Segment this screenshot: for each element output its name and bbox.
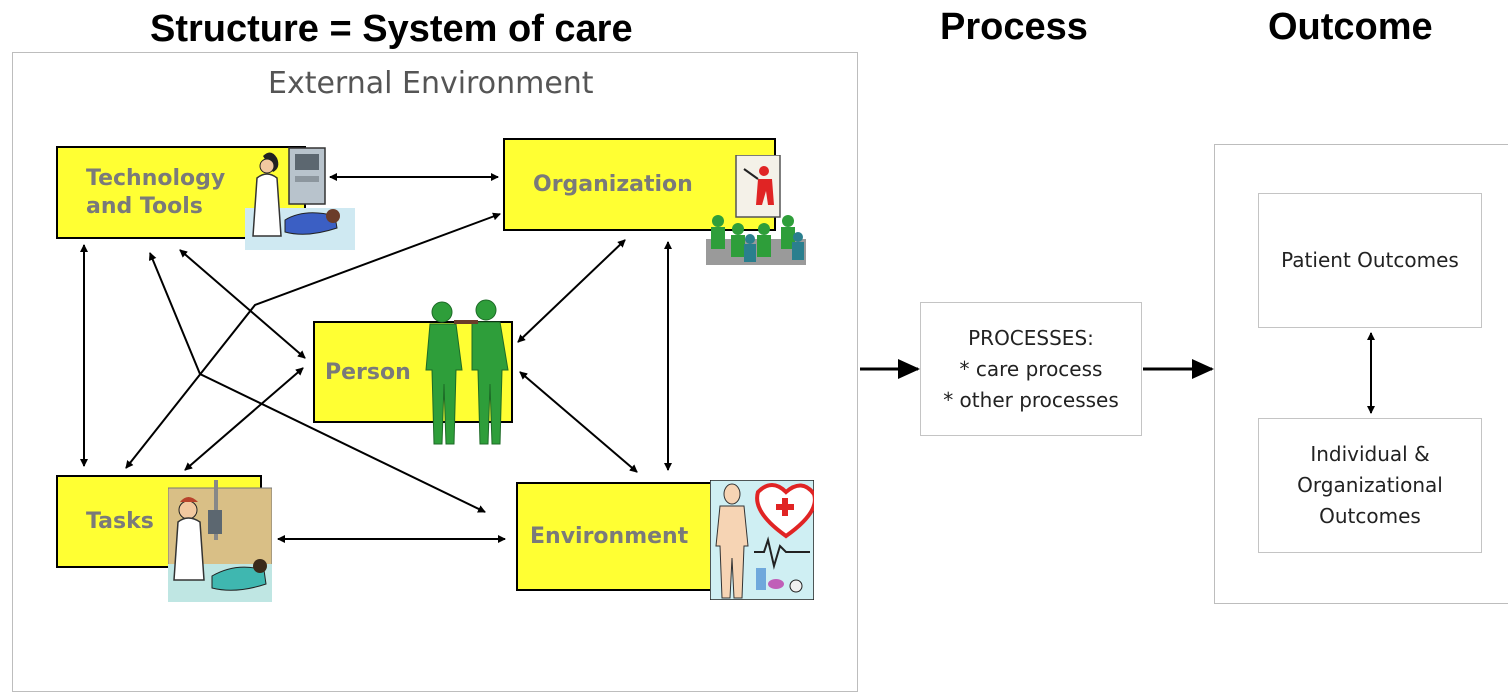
- medical-body-heart-clipart-icon: [710, 480, 814, 600]
- structure-heading: Structure = System of care: [150, 8, 633, 50]
- arrow-tech-env: [148, 252, 486, 513]
- indiv-label-line3: Outcomes: [1319, 504, 1421, 528]
- outcome-heading: Outcome: [1268, 6, 1433, 48]
- organization-meeting-clipart-icon: [706, 155, 806, 265]
- external-environment-label: External Environment: [268, 66, 594, 101]
- environment-label: Environment: [530, 524, 689, 549]
- processes-box: PROCESSES: * care process * other proces…: [920, 302, 1142, 436]
- organization-box: Organization: [503, 138, 776, 231]
- care-process-item: * care process: [959, 356, 1103, 381]
- arrow-tasks-person: [184, 367, 304, 471]
- indiv-label-line2: Organizational: [1297, 473, 1443, 497]
- organization-label: Organization: [533, 172, 693, 197]
- arrow-tech-person: [179, 249, 306, 359]
- patient-outcomes-label: Patient Outcomes: [1281, 248, 1459, 272]
- technology-label-line1: Technology: [86, 165, 226, 191]
- tasks-label: Tasks: [86, 509, 154, 534]
- arrow-env-person: [519, 371, 638, 473]
- other-processes-item: * other processes: [943, 387, 1119, 412]
- processes-title: PROCESSES:: [968, 325, 1094, 350]
- arrow-org-person: [517, 239, 626, 343]
- patient-outcomes-box: Patient Outcomes: [1258, 193, 1482, 328]
- indiv-label-line1: Individual &: [1310, 442, 1430, 466]
- process-heading: Process: [940, 6, 1088, 48]
- individual-organizational-outcomes-box: Individual & Organizational Outcomes: [1258, 418, 1482, 553]
